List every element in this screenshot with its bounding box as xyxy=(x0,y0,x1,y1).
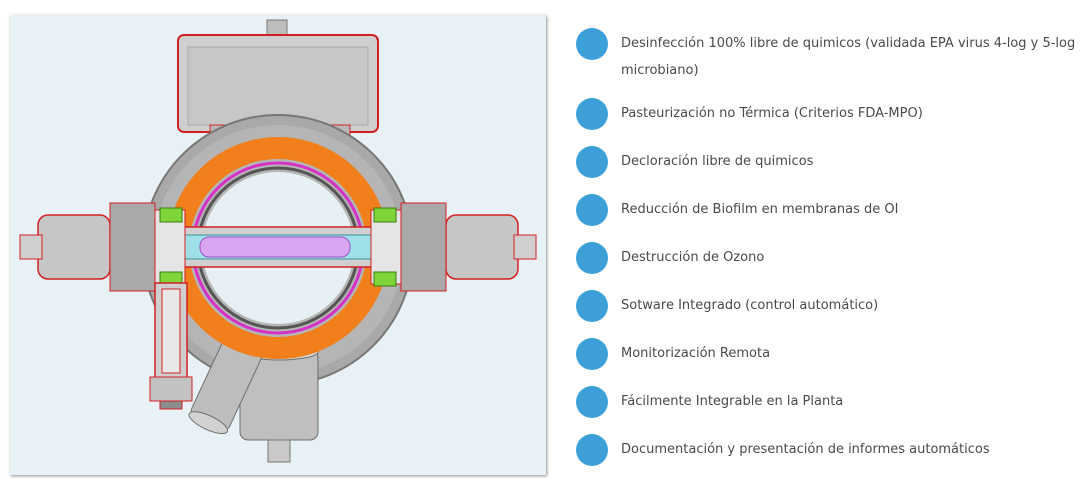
feature-text: Reducción de Biofilm en membranas de OI xyxy=(621,202,899,217)
feature-item: Fácilmente Integrable en la Planta xyxy=(576,386,1086,418)
right-bellows xyxy=(400,202,447,292)
left-sensor-top xyxy=(159,207,183,223)
probe-tip xyxy=(159,400,183,410)
feature-text: Fácilmente Integrable en la Planta xyxy=(621,394,844,409)
uv-reactor-diagram xyxy=(10,15,546,475)
right-sensor-top xyxy=(373,207,397,223)
feature-text: Sotware Integrado (control automático) xyxy=(621,298,879,313)
feature-item: Documentación y presentación de informes… xyxy=(576,434,1086,466)
uv-lamp xyxy=(199,236,351,258)
bullet-dot-icon xyxy=(576,146,608,178)
probe-inner xyxy=(161,288,181,374)
probe-base xyxy=(149,376,193,402)
feature-item: Decloración libre de quimicos xyxy=(576,146,1086,178)
bullet-dot-icon xyxy=(576,242,608,274)
right-end-cap xyxy=(445,214,519,280)
feature-text: Decloración libre de quimicos xyxy=(621,154,814,169)
feature-item: Sotware Integrado (control automático) xyxy=(576,290,1086,322)
feature-item: Desinfección 100% libre de quimicos (val… xyxy=(576,28,1086,84)
bullet-dot-icon xyxy=(576,290,608,322)
feature-text: Pasteurización no Térmica (Criterios FDA… xyxy=(621,106,923,121)
right-sensor-bottom xyxy=(373,271,397,287)
bullet-dot-icon xyxy=(576,194,608,226)
feature-text: Monitorización Remota xyxy=(621,346,771,361)
feature-text: Desinfección 100% libre de quimicos (val… xyxy=(621,36,1076,78)
left-end-cap xyxy=(37,214,111,280)
feature-item: Destrucción de Ozono xyxy=(576,242,1086,274)
feature-text: Documentación y presentación de informes… xyxy=(621,442,990,457)
left-connector xyxy=(19,234,43,260)
bullet-dot-icon xyxy=(576,98,608,130)
bottom-nozzle xyxy=(267,439,291,463)
reactor-cross-section-drawing xyxy=(19,19,537,463)
left-bellows xyxy=(109,202,156,292)
right-connector xyxy=(513,234,537,260)
bullet-dot-icon xyxy=(576,338,608,370)
feature-item: Pasteurización no Térmica (Criterios FDA… xyxy=(576,98,1086,130)
feature-text: Destrucción de Ozono xyxy=(621,250,765,265)
feature-item: Monitorización Remota xyxy=(576,338,1086,370)
feature-item: Reducción de Biofilm en membranas de OI xyxy=(576,194,1086,226)
control-box-panel xyxy=(187,46,369,126)
feature-list: Desinfección 100% libre de quimicos (val… xyxy=(576,28,1086,482)
bullet-dot-icon xyxy=(576,386,608,418)
bullet-dot-icon xyxy=(576,434,608,466)
bullet-dot-icon xyxy=(576,28,608,60)
